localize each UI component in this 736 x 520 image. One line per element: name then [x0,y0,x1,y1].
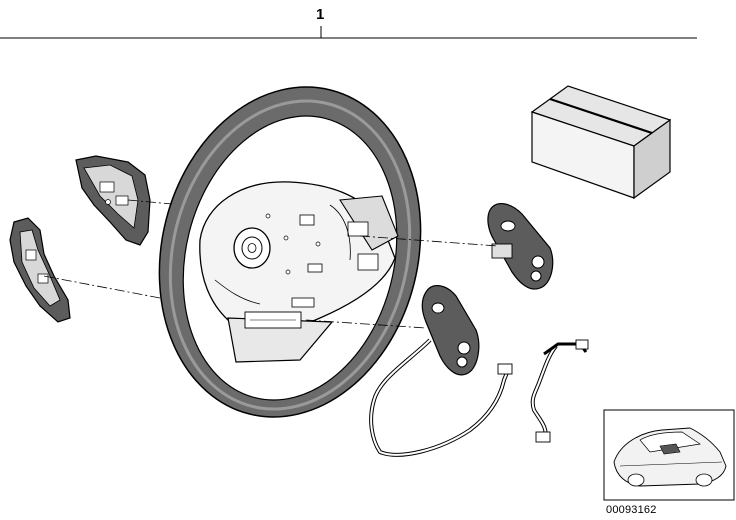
steering-wheel [158,86,422,418]
vehicle-locator-thumbnail [603,409,735,501]
diagram-number: 00093162 [606,504,657,516]
boxed-kit [530,85,672,200]
left-upper-shift-paddle [75,155,151,246]
callout-number: 1 [316,6,325,23]
right-upper-switch-panel [487,203,554,290]
wiring-harness [369,338,589,457]
left-lower-shift-paddle [9,217,71,323]
leader-lines [43,199,499,329]
right-lower-switch-panel [421,285,480,376]
header-rule [0,26,697,39]
